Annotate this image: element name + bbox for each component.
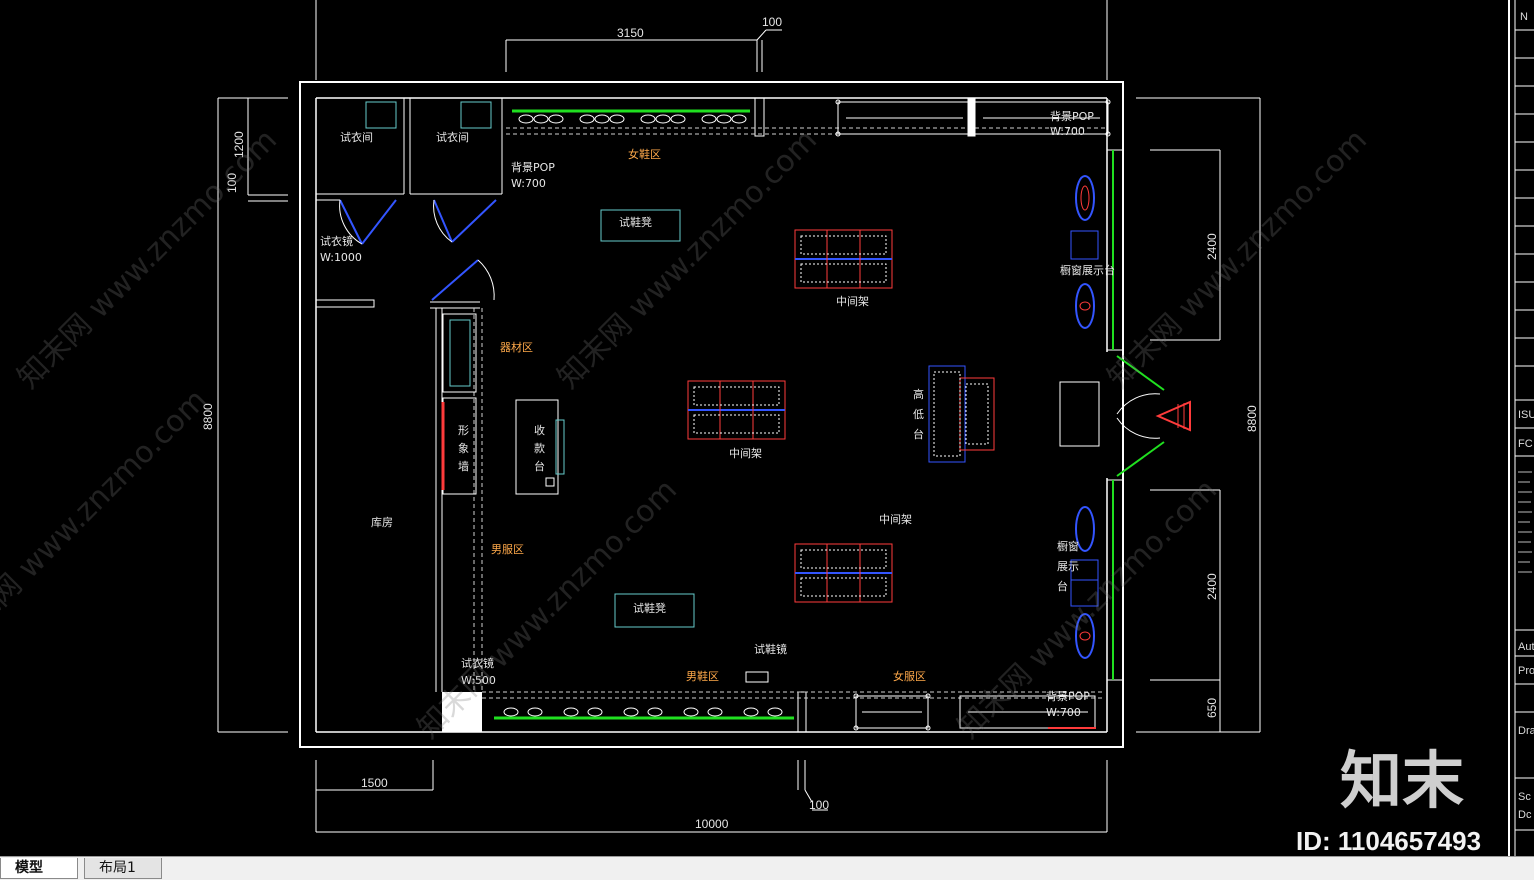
watermarks: 知末网 www.znzmo.com 知末网 www.znzmo.com 知末网 …	[0, 123, 1374, 746]
label-window-display-2c: 台	[1057, 579, 1068, 593]
wall-hanging-rack-top	[835, 97, 1111, 137]
label-fitting-room-1: 试衣间	[340, 130, 373, 144]
dimension-lines	[217, 0, 1261, 833]
storefront-windows	[1106, 149, 1124, 681]
dimension-texts: 3150 100 1200 100 8800 8800 2400 2400 65…	[201, 15, 1259, 831]
brand-logo-text: 知末	[1340, 744, 1464, 817]
label-fitting-mirror-2: 试衣镜	[461, 656, 494, 670]
benches	[600, 209, 769, 683]
label-image-wall-3: 墙	[458, 459, 469, 473]
room-labels: 试衣间 试衣间 背景POP W:700 女鞋区 背景POP W:700 试衣镜 …	[320, 109, 1115, 719]
tab-layout-1[interactable]: 布局1	[84, 858, 162, 879]
entrance-doors	[1059, 355, 1191, 477]
middle-rack-1	[794, 229, 893, 289]
label-pop-top-left-w: W:700	[511, 177, 546, 190]
middle-rack-2	[687, 380, 786, 440]
cashier-counter	[515, 399, 565, 495]
dim-8800-right: 8800	[1245, 405, 1259, 432]
label-window-display-2a: 橱窗	[1057, 539, 1079, 553]
label-pop-bottom: 背景POP	[1046, 689, 1090, 703]
label-cashier-3: 台	[534, 459, 545, 473]
label-image-wall-2: 象	[458, 442, 469, 455]
display-guide-lines	[473, 127, 1105, 699]
side-label: FC	[1518, 438, 1533, 450]
dim-100-bottom: 100	[809, 798, 829, 812]
fitting-room-fixtures	[316, 101, 497, 301]
label-middle-rack-2: 中间架	[729, 447, 762, 460]
label-shoe-bench: 试鞋凳	[619, 215, 652, 229]
floor-plan-drawing: N ISU FC Aut Pro Dra Sc Dc	[0, 0, 1534, 856]
corner-column	[442, 692, 482, 732]
label-storage: 库房	[371, 516, 393, 529]
watermark-text: 知末网 www.znzmo.com	[0, 383, 214, 656]
wall-hanging-rack-bottom	[853, 693, 1096, 731]
side-label: Dc	[1518, 809, 1532, 821]
label-middle-rack-1: 中间架	[836, 295, 869, 308]
label-middle-rack-3: 中间架	[879, 513, 912, 526]
dim-100-left: 100	[225, 173, 239, 193]
label-fitting-mirror-2-w: W:500	[461, 674, 496, 687]
label-window-display-2b: 展示	[1057, 560, 1079, 573]
label-high-low-1: 高	[913, 387, 924, 401]
window-display-upper	[1070, 175, 1099, 329]
side-label: N	[1520, 11, 1528, 23]
dim-100-top: 100	[762, 15, 782, 29]
side-label: ISU	[1518, 409, 1534, 421]
side-label: Pro	[1518, 665, 1534, 677]
layout-tab-bar: 模型 布局1	[0, 856, 1534, 880]
wall-fixtures-left	[441, 313, 477, 495]
bottom-shoe-shelf	[442, 692, 794, 732]
tab-model[interactable]: 模型	[0, 858, 78, 879]
image-id-text: ID: 1104657493	[1296, 826, 1481, 856]
label-pop-top-right-w: W:700	[1050, 125, 1085, 138]
dim-10000: 10000	[695, 817, 729, 831]
label-womens-zone: 女服区	[893, 669, 926, 683]
dim-3150: 3150	[617, 26, 644, 40]
title-block-panel: N ISU FC Aut Pro Dra Sc Dc	[1508, 0, 1534, 856]
dim-8800-left: 8800	[201, 403, 215, 430]
dim-2400-lower: 2400	[1205, 573, 1219, 600]
dim-1500: 1500	[361, 776, 388, 790]
watermark-text: 知末网 www.znzmo.com	[551, 123, 824, 396]
label-pop-bottom-w: W:700	[1046, 706, 1081, 719]
watermark-text: 知末网 www.znzmo.com	[951, 473, 1224, 746]
label-mens-shoes: 男鞋区	[686, 669, 719, 683]
window-display-lower	[1070, 506, 1099, 659]
dim-1200: 1200	[232, 131, 246, 158]
label-mens-zone: 男服区	[491, 543, 524, 556]
label-shoe-bench-2: 试鞋凳	[633, 601, 666, 615]
label-fitting-room-2: 试衣间	[436, 130, 469, 144]
label-pop-top-left: 背景POP	[511, 160, 555, 174]
label-image-wall-1: 形	[458, 424, 469, 437]
high-low-platform	[928, 365, 995, 463]
label-cashier-2: 款	[534, 441, 545, 455]
side-label: Dra	[1518, 725, 1534, 737]
watermark-text: 知末网 www.znzmo.com	[11, 123, 284, 396]
side-label: Sc	[1518, 791, 1531, 803]
dim-650: 650	[1205, 698, 1219, 718]
label-womens-shoes: 女鞋区	[628, 147, 661, 161]
dim-2400-upper: 2400	[1205, 233, 1219, 260]
watermark-text: 知末网 www.znzmo.com	[1101, 123, 1374, 396]
label-fitting-mirror: 试衣镜	[320, 234, 353, 248]
label-pop-top-right: 背景POP	[1050, 109, 1094, 123]
label-cashier-1: 收	[534, 423, 545, 437]
label-shoe-mirror: 试鞋镜	[754, 642, 787, 656]
label-high-low-3: 台	[913, 427, 924, 441]
top-shoe-shelf	[512, 109, 750, 124]
middle-rack-3	[794, 543, 893, 603]
label-high-low-2: 低	[913, 408, 924, 421]
side-label: Aut	[1518, 641, 1534, 653]
label-window-display-1: 橱窗展示台	[1060, 263, 1115, 277]
label-fitting-mirror-w: W:1000	[320, 251, 362, 264]
label-equipment-zone: 器材区	[500, 340, 533, 354]
